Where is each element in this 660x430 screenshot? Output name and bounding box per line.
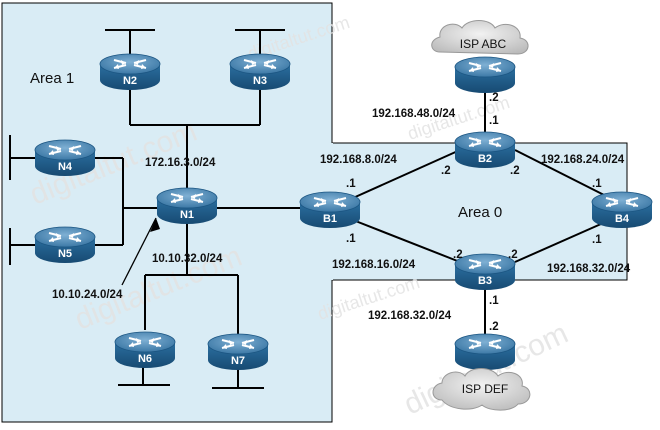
subnet-192-168-24: 192.168.24.0/24 [541,154,625,166]
subnet-10-10-32: 10.10.32.0/24 [152,253,223,265]
iface-b4-b2: .1 [592,178,602,190]
cloud-isp-abc: ISP ABC [431,20,529,55]
router-b2[interactable]: B2 [454,131,516,169]
router-isp-def[interactable] [454,333,516,371]
router-b4-label: B4 [615,213,630,225]
router-b3-label: B3 [478,275,492,287]
area-0-label: Area 0 [458,204,502,221]
router-n1-label: N1 [180,209,194,221]
area0-links [352,78,611,340]
iface-b2-b1: .2 [441,165,451,177]
router-n3-label: N3 [253,75,267,87]
isp-abc-label: ISP ABC [460,37,507,51]
isp-def-label: ISP DEF [462,382,508,396]
iface-b2-isp: .1 [489,115,499,127]
router-b1-label: B1 [323,213,337,225]
iface-isp-abc: .2 [489,92,499,104]
router-n4[interactable]: N4 [34,139,96,177]
cloud-isp-def: ISP DEF [432,368,531,411]
iface-b1-b3: .1 [346,233,356,245]
iface-b3-b4: .2 [508,249,518,261]
subnet-10-10-24: 10.10.24.0/24 [52,289,123,301]
router-b4[interactable]: B4 [591,191,653,229]
subnet-172-16-3: 172.16.3.0/24 [145,157,216,169]
router-b2-label: B2 [478,153,492,165]
subnet-192-168-8: 192.168.8.0/24 [320,154,397,166]
router-n3[interactable]: N3 [229,53,291,91]
router-n1[interactable]: N1 [156,187,218,225]
iface-b1-b2: .1 [346,178,356,190]
subnet-192-168-16: 192.168.16.0/24 [332,259,416,271]
iface-b4-b3: .1 [592,234,602,246]
router-n7-label: N7 [231,355,245,367]
router-n2[interactable]: N2 [99,53,161,91]
router-n4-label: N4 [58,161,73,173]
router-n5[interactable]: N5 [34,226,96,264]
router-b1[interactable]: B1 [299,191,361,229]
router-n6-label: N6 [138,353,152,365]
router-isp-abc[interactable] [454,56,516,94]
iface-b3-b1: .2 [453,249,463,261]
router-n5-label: N5 [58,248,72,260]
router-n7[interactable]: N7 [207,333,269,371]
router-n2-label: N2 [123,75,137,87]
subnet-192-168-48: 192.168.48.0/24 [372,108,456,120]
area-1-label: Area 1 [30,70,74,87]
router-n6[interactable]: N6 [114,331,176,369]
iface-b2-b4: .2 [510,165,520,177]
subnet-192-168-32-isp: 192.168.32.0/24 [368,310,452,322]
iface-b3-isp: .1 [489,295,499,307]
subnet-arrow [121,217,160,286]
subnet-192-168-32-b3b4: 192.168.32.0/24 [547,263,631,275]
iface-isp-def: .2 [489,321,499,333]
router-b3[interactable]: B3 [454,253,516,291]
